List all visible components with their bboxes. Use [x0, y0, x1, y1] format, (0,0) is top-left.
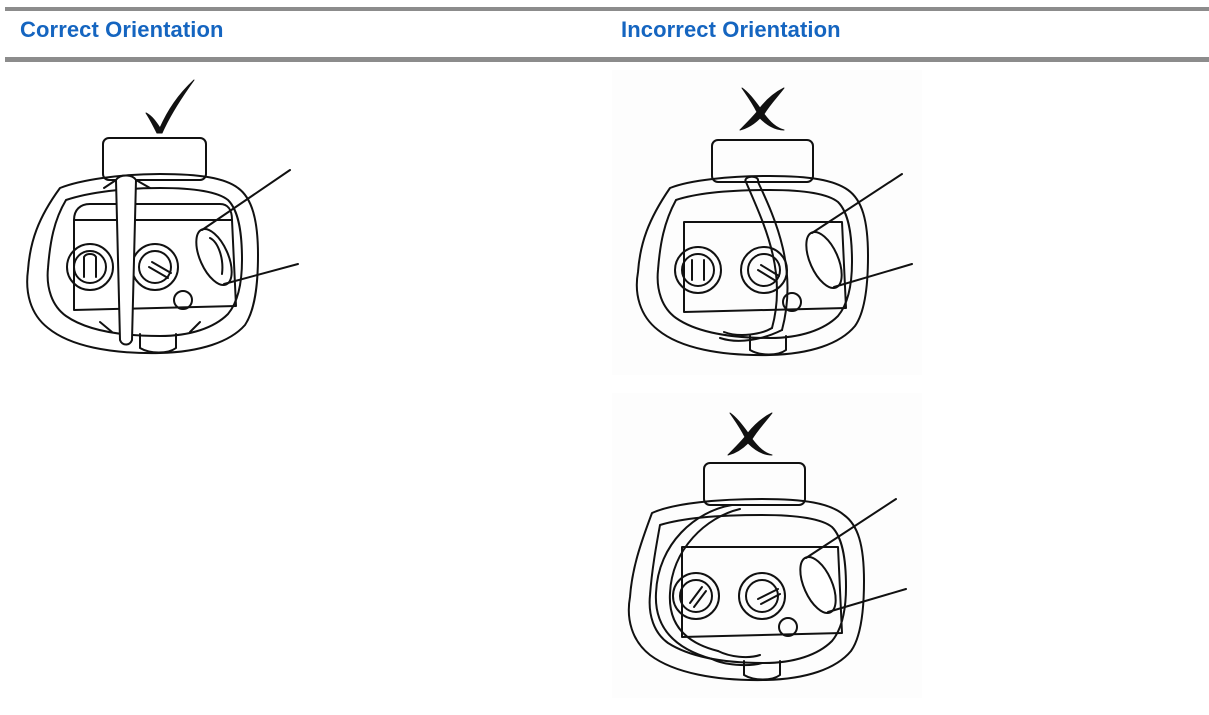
- check-mark-icon: [145, 79, 195, 134]
- table-top-rule: [5, 7, 1209, 11]
- connector-illustration-correct: [26, 79, 299, 355]
- incorrect-orientation-figure-1: [612, 70, 922, 375]
- table-header-rule: [5, 57, 1209, 62]
- incorrect-orientation-figure-2: [612, 393, 922, 698]
- header-incorrect-orientation: Incorrect Orientation: [621, 17, 841, 42]
- x-mark-icon: [727, 412, 773, 456]
- correct-orientation-figure: [0, 70, 320, 370]
- x-mark-icon: [739, 87, 785, 131]
- header-correct-orientation: Correct Orientation: [20, 17, 224, 42]
- connector-illustration-incorrect-1: [635, 87, 913, 357]
- connector-illustration-incorrect-2: [627, 412, 907, 682]
